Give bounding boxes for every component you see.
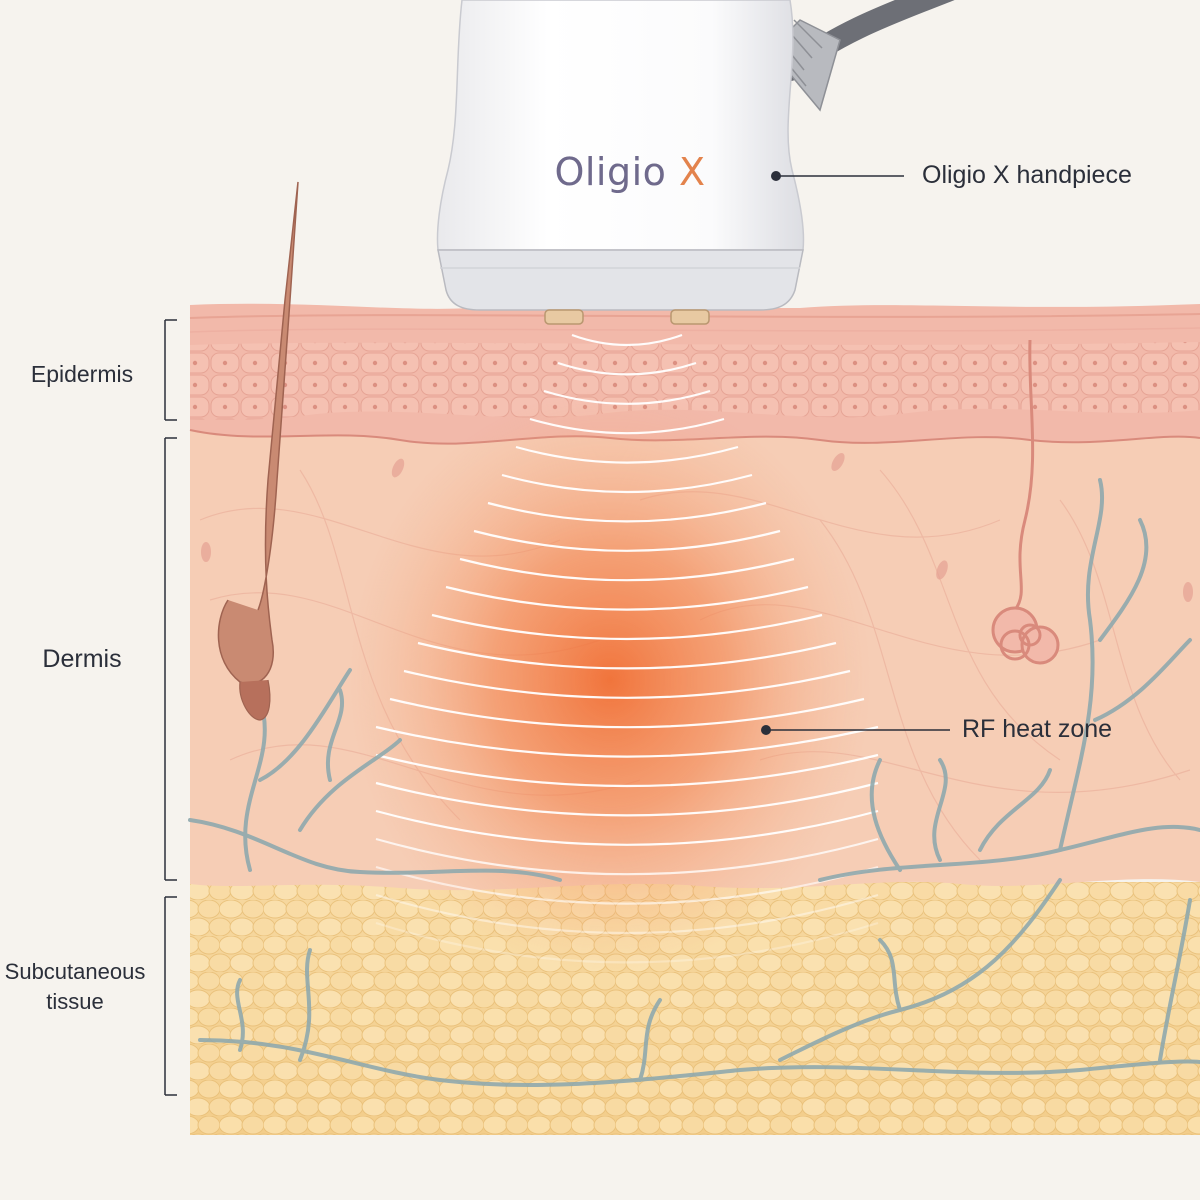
rf-wave-arcs (375, 333, 879, 964)
brand-name: Oligio (554, 150, 667, 194)
brand-mark: X (679, 150, 706, 194)
rf-wave-arc (515, 445, 739, 464)
subcutaneous-label-line2: tissue (46, 989, 104, 1014)
epidermis-label: Epidermis (30, 361, 134, 387)
dermis-label: Dermis (42, 645, 122, 673)
rf-wave-arc (375, 921, 879, 964)
rf-heat-zone (350, 390, 870, 970)
subcutaneous-bracket (164, 896, 177, 1096)
rf-wave-arc (375, 809, 879, 846)
rf-wave-arc (571, 333, 683, 347)
rf-wave-arc (431, 613, 823, 641)
rf-wave-arc (543, 389, 711, 405)
electrode-left (544, 309, 584, 325)
rf-wave-arc (501, 473, 753, 494)
handpiece-brand: Oligio X (460, 150, 800, 194)
subcutaneous-label-line1: Subcutaneous (4, 959, 146, 984)
rf-wave-arc (529, 417, 725, 435)
rf-wave-arc (375, 893, 879, 935)
rf-wave-arc (557, 361, 697, 376)
hair-follicle (217, 181, 299, 721)
rf-wave-arc (375, 865, 879, 905)
rf-wave-arc (375, 781, 879, 817)
rf-wave-arc (389, 697, 865, 729)
handpiece-cable (768, 0, 955, 112)
rf-wave-arc (459, 557, 795, 582)
rf-wave-arc (375, 837, 879, 876)
rf-wave-arc (417, 641, 837, 670)
oligio-x-handpiece (436, 0, 805, 325)
rf-wave-arc (375, 753, 879, 788)
blood-vessels (188, 478, 1200, 1088)
rf-wave-arc (375, 725, 879, 758)
rf-wave-arc (473, 529, 781, 552)
callout-heat-zone-leader (761, 725, 950, 735)
rf-wave-arc (487, 501, 767, 523)
electrode-right (670, 309, 710, 325)
dermis-bracket (164, 437, 177, 881)
callout-handpiece-leader (771, 171, 904, 181)
epidermis-bracket (164, 319, 177, 421)
rf-wave-arc (403, 669, 851, 699)
sweat-gland (991, 339, 1060, 665)
rf-wave-arc (445, 585, 809, 611)
handpiece-label: Oligio X handpiece (922, 161, 1132, 189)
heat-zone-label: RF heat zone (962, 715, 1113, 743)
